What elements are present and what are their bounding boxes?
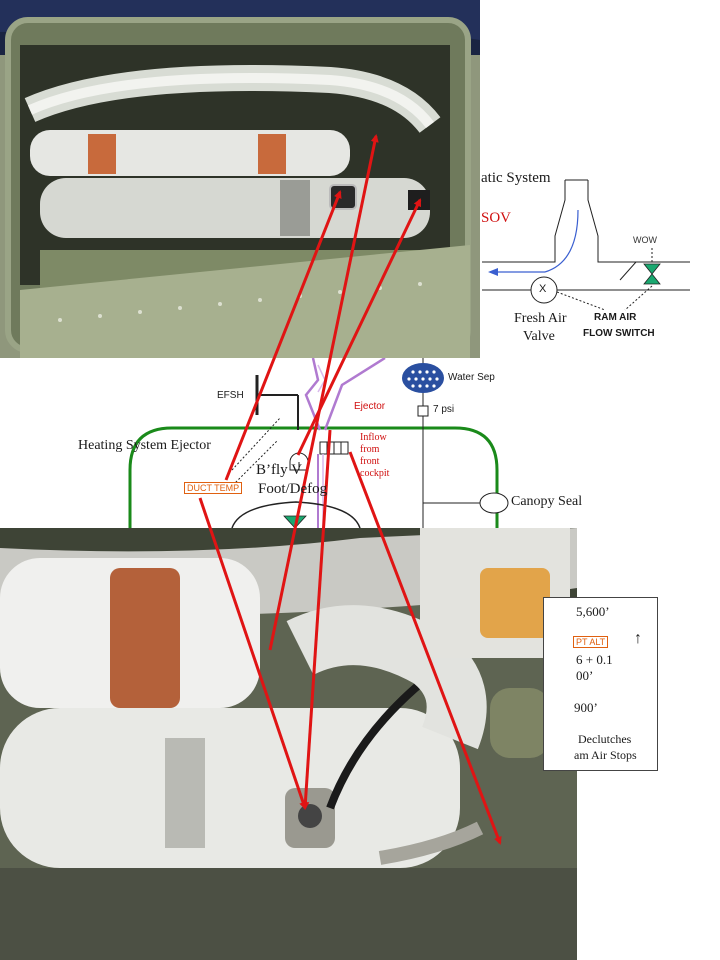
panel-alt-top: 5,600’ — [576, 604, 610, 619]
ejector-duct-1 — [304, 357, 322, 431]
ejector-label: Ejector — [354, 401, 386, 412]
inflow-label: Inflow from front cockpit — [360, 432, 389, 480]
inflow-label-1: Inflow — [360, 432, 387, 443]
flow-arrow-curve — [544, 209, 579, 273]
panel-ratio: 6 + 0.1 — [576, 652, 613, 667]
wow-switch-line — [619, 261, 637, 281]
pointer-bfly — [296, 198, 422, 456]
duct-detail-photo — [0, 528, 577, 960]
ram-switch-dotted-1 — [556, 291, 606, 311]
duct-temp-dotted — [229, 439, 279, 489]
water-separator-dots — [407, 370, 439, 388]
fresh-air-valve-symbol: X — [539, 283, 547, 295]
pointer-ejector — [301, 429, 332, 810]
panel-alt-low: 900’ — [574, 700, 598, 715]
up-arrow-icon: ↑ — [634, 630, 642, 647]
fresh-air-valve-icon — [530, 276, 558, 304]
bfly-valve-label: B’fly V — [256, 462, 302, 478]
panel-ram-stops: am Air Stops — [574, 748, 637, 762]
pointer-efsh — [268, 134, 379, 651]
cpt-alt-tag: PT ALT — [573, 636, 609, 648]
sov-label: SOV — [481, 210, 512, 226]
canopy-seal-label: Canopy Seal — [511, 494, 583, 509]
flow-arrow-head — [488, 268, 498, 276]
pointer-heating-ejector — [198, 497, 307, 810]
panel-declutch: Declutches — [578, 732, 632, 746]
ejector-duct-2 — [323, 356, 386, 431]
efsh-label: EFSH — [217, 390, 244, 401]
pneumatic-system-label: atic System — [481, 170, 551, 186]
engine-bay-photo — [0, 0, 480, 358]
duct-temp-tag: DUCT TEMP — [184, 482, 243, 494]
panel-alt-mid: 00’ — [576, 668, 594, 683]
foot-defog-label: Foot/Defog — [258, 481, 328, 497]
pointer-duct-temp — [224, 190, 342, 481]
psi-label: 7 psi — [433, 404, 455, 415]
ram-air-label-1: RAM AIR — [594, 312, 637, 323]
water-sep-label: Water Sep — [448, 372, 495, 383]
wow-valve-icon — [643, 263, 661, 285]
wow-label: WOW — [633, 235, 657, 245]
heating-system-ejector-label: Heating System Ejector — [78, 438, 211, 453]
pointer-inflow — [348, 451, 502, 845]
engine-nozzle-shape — [482, 180, 690, 263]
cabin-altitude-panel — [543, 597, 658, 771]
inflow-label-4: cockpit — [360, 468, 390, 479]
pressure-regulator-icon — [417, 405, 429, 417]
inflow-label-2: from — [360, 444, 380, 455]
cabin-outline — [128, 426, 499, 528]
inflow-label-3: front — [360, 456, 380, 467]
canopy-seal-icon — [479, 492, 509, 514]
fresh-air-valve-label-1: Fresh Air — [514, 311, 567, 326]
fresh-air-valve-label-2: Valve — [523, 329, 555, 344]
foot-defog-dome — [231, 501, 361, 529]
ram-air-label-2: FLOW SWITCH — [583, 328, 655, 339]
